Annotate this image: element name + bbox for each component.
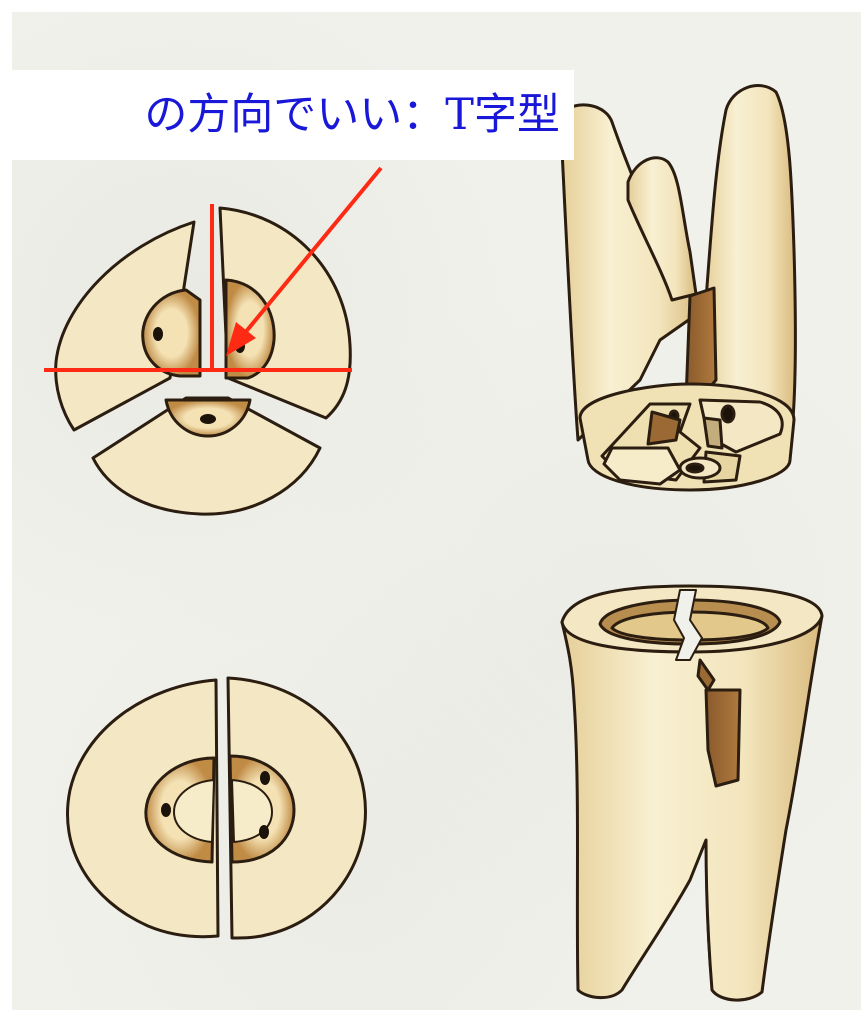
callout-box: の方向でいい：T字型	[0, 70, 574, 160]
cross-section-two-piece	[67, 678, 365, 938]
cross-section-three-piece	[56, 208, 351, 514]
callout-label: の方向でいい：T字型	[144, 94, 560, 137]
tooth-two-root-fractured	[562, 586, 822, 1000]
canal-dot	[153, 327, 163, 341]
tooth-three-root-fractured	[561, 86, 795, 490]
canal-dot	[260, 771, 270, 785]
canal-dot	[200, 414, 216, 424]
canal-dot	[161, 803, 171, 817]
canal-dot	[259, 825, 269, 839]
